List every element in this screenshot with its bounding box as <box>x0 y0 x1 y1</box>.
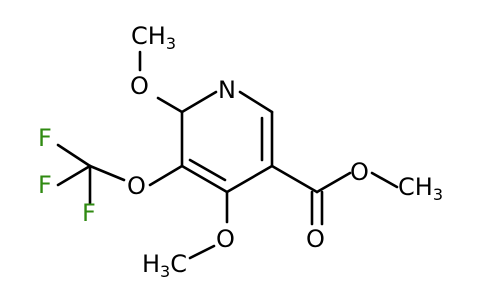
bond-carbonyl-c-o-single <box>315 171 352 194</box>
atom-o-carbonyl: O <box>306 225 325 253</box>
bond-c2-o-top <box>156 96 184 114</box>
methyl-right: CH3 <box>398 173 443 204</box>
bond-cf3-f2 <box>56 164 92 187</box>
atom-o-top: O <box>130 72 149 100</box>
atom-f2: F <box>38 171 52 199</box>
bond-c4-c3-inner <box>188 158 227 182</box>
atom-n-ring: N <box>218 76 236 104</box>
bond-cf3-f1 <box>56 143 92 168</box>
bond-c2-n <box>180 90 218 114</box>
methyl-right-main: CH <box>398 173 433 201</box>
bond-o-single-ch3 <box>370 171 399 189</box>
bond-c4-c3 <box>180 164 229 194</box>
methyl-bottom-main: H <box>142 250 160 278</box>
bond-c5-c4 <box>225 164 274 194</box>
bond-c5-carbonyl-c <box>270 164 319 194</box>
bond-c3-o-mid <box>148 164 184 187</box>
atom-f1: F <box>38 124 52 152</box>
methyl-top-main: CH <box>131 22 166 50</box>
bond-n-c6 <box>238 90 274 114</box>
methyl-top: CH3 <box>131 22 176 53</box>
methyl-bottom-tail: C <box>170 250 187 278</box>
bond-o-mid-cf3 <box>88 164 126 182</box>
methyl-top-sub: 3 <box>166 34 176 53</box>
methyl-bottom: H3C <box>142 250 187 281</box>
methyl-right-sub: 3 <box>433 185 443 204</box>
atom-o-bottom: O <box>216 225 235 253</box>
atom-o-ester-single: O <box>350 158 369 186</box>
atom-f3: F <box>82 199 96 227</box>
bond-o-bottom-ch3 <box>188 244 216 260</box>
atom-o-mid: O <box>127 172 146 200</box>
methyl-bottom-sub: 3 <box>160 262 170 281</box>
